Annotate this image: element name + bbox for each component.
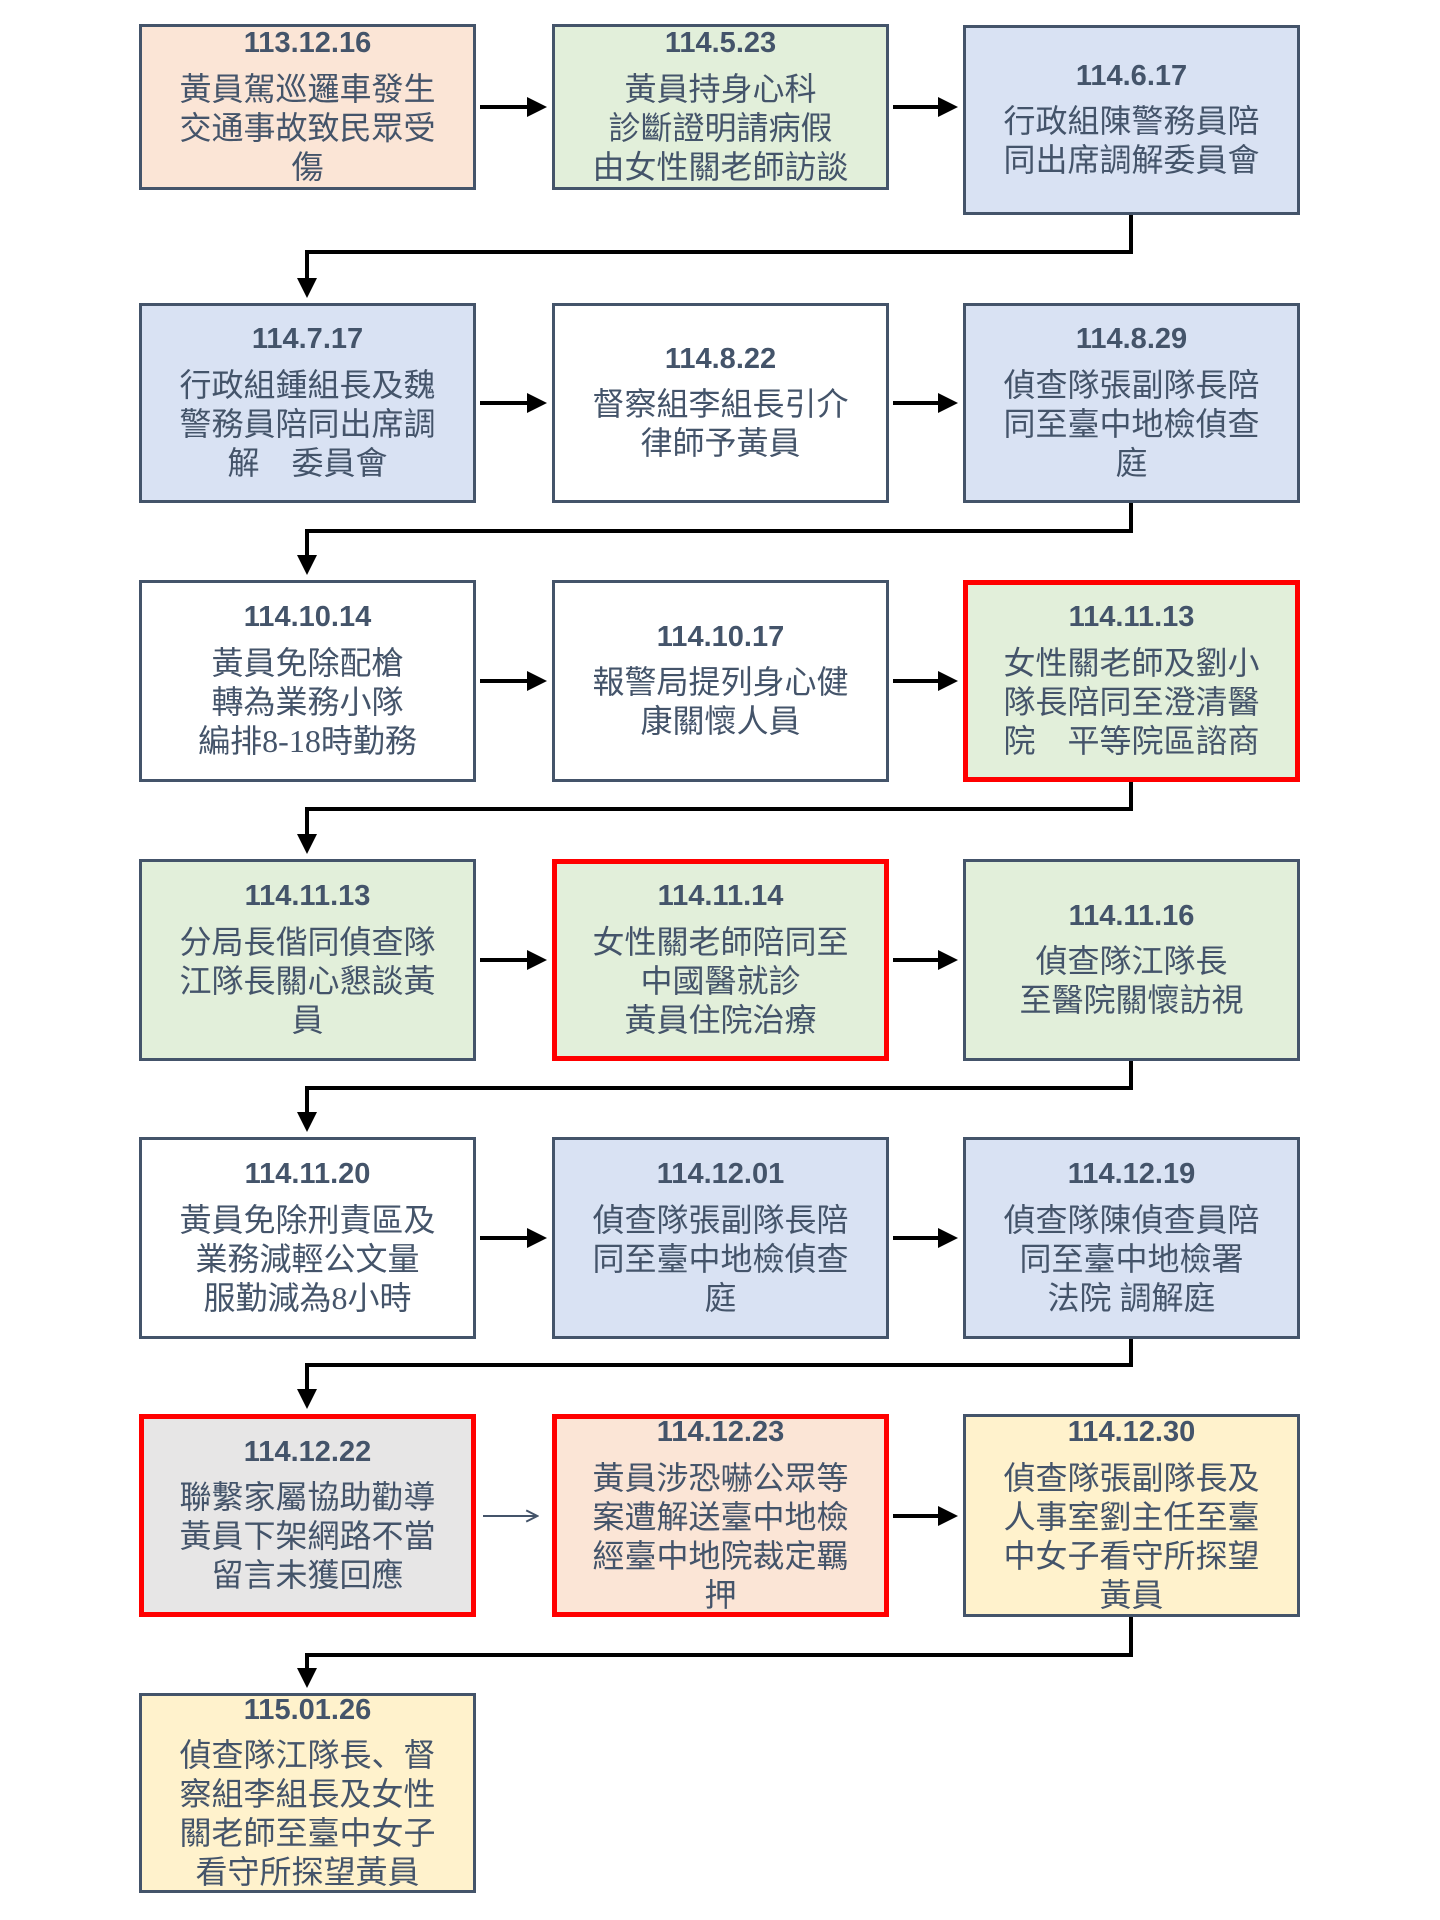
elbow-row4-row5 bbox=[297, 1059, 1133, 1132]
event-date: 114.11.13 bbox=[1068, 601, 1195, 634]
event-box-113-12-16: 113.12.16 黃員駕巡邏車發生 交通事故致民眾受 傷 bbox=[139, 24, 476, 190]
event-date: 114.12.19 bbox=[1067, 1158, 1196, 1191]
event-text: 分局長偕同偵查隊 江隊長關心懇談黃 員 bbox=[179, 923, 436, 1038]
event-date: 114.8.22 bbox=[664, 342, 777, 375]
event-text: 偵查隊張副隊長陪 同至臺中地檢偵查 庭 bbox=[1003, 366, 1260, 481]
event-text: 聯繫家屬協助勸導 黃員下架網路不當 留言未獲回應 bbox=[179, 1479, 436, 1594]
event-text: 行政組鍾組長及魏 警務員陪同出席調 解 委員會 bbox=[179, 366, 436, 481]
event-box-114-11-14: 114.11.14 女性關老師陪同至 中國醫就診 黃員住院治療 bbox=[552, 859, 889, 1061]
event-text: 偵查隊張副隊長及 人事室劉主任至臺 中女子看守所探望 黃員 bbox=[1003, 1459, 1260, 1613]
event-date: 114.8.29 bbox=[1075, 323, 1188, 356]
event-box-114-12-01: 114.12.01 偵查隊張副隊長陪 同至臺中地檢偵查 庭 bbox=[552, 1137, 889, 1339]
event-text: 報警局提列身心健 康關懷人員 bbox=[592, 664, 849, 740]
event-date: 114.12.30 bbox=[1067, 1416, 1196, 1449]
event-box-114-12-23: 114.12.23 黃員涉恐嚇公眾等 案遭解送臺中地檢 經臺中地院裁定羈 押 bbox=[552, 1414, 889, 1617]
event-date: 113.12.16 bbox=[243, 27, 372, 60]
event-text: 偵查隊江隊長 至醫院關懷訪視 bbox=[1019, 943, 1244, 1019]
event-text: 黃員涉恐嚇公眾等 案遭解送臺中地檢 經臺中地院裁定羈 押 bbox=[592, 1459, 849, 1613]
event-box-114-10-17: 114.10.17 報警局提列身心健 康關懷人員 bbox=[552, 580, 889, 782]
event-box-114-11-13-talk: 114.11.13 分局長偕同偵查隊 江隊長關心懇談黃 員 bbox=[139, 859, 476, 1061]
event-date: 114.10.17 bbox=[656, 620, 785, 653]
event-date: 114.7.17 bbox=[251, 323, 364, 356]
elbow-row2-row3 bbox=[297, 501, 1133, 575]
event-box-114-8-29: 114.8.29 偵查隊張副隊長陪 同至臺中地檢偵查 庭 bbox=[963, 303, 1300, 503]
event-date: 114.11.13 bbox=[244, 880, 371, 913]
event-text: 偵查隊江隊長、督 察組李組長及女性 關老師至臺中女子 看守所探望黃員 bbox=[179, 1737, 436, 1891]
event-box-114-7-17: 114.7.17 行政組鍾組長及魏 警務員陪同出席調 解 委員會 bbox=[139, 303, 476, 503]
event-text: 黃員駕巡邏車發生 交通事故致民眾受 傷 bbox=[179, 70, 436, 185]
event-box-114-12-22: 114.12.22 聯繫家屬協助勸導 黃員下架網路不當 留言未獲回應 bbox=[139, 1414, 476, 1617]
event-text: 偵查隊陳偵查員陪 同至臺中地檢署 法院 調解庭 bbox=[1003, 1201, 1260, 1316]
event-date: 114.12.23 bbox=[656, 1416, 785, 1449]
event-text: 督察組李組長引介 律師予黃員 bbox=[592, 386, 849, 462]
event-text: 偵查隊張副隊長陪 同至臺中地檢偵查 庭 bbox=[592, 1201, 849, 1316]
elbow-row1-row2 bbox=[297, 213, 1133, 298]
event-box-114-10-14: 114.10.14 黃員免除配槍 轉為業務小隊 編排8-18時勤務 bbox=[139, 580, 476, 782]
event-box-114-11-13-counseling: 114.11.13 女性關老師及劉小 隊長陪同至澄清醫 院 平等院區諮商 bbox=[963, 580, 1300, 782]
event-date: 115.01.26 bbox=[243, 1693, 372, 1726]
event-box-115-01-26: 115.01.26 偵查隊江隊長、督 察組李組長及女性 關老師至臺中女子 看守所… bbox=[139, 1693, 476, 1893]
event-date: 114.11.16 bbox=[1068, 899, 1195, 932]
event-date: 114.5.23 bbox=[664, 27, 777, 60]
event-date: 114.12.01 bbox=[656, 1158, 785, 1191]
event-text: 黃員持身心科 診斷證明請病假 由女性關老師訪談 bbox=[592, 70, 849, 185]
elbow-row5-row6 bbox=[297, 1337, 1133, 1409]
event-box-114-8-22: 114.8.22 督察組李組長引介 律師予黃員 bbox=[552, 303, 889, 503]
event-text: 黃員免除刑責區及 業務減輕公文量 服勤減為8小時 bbox=[179, 1201, 436, 1316]
event-box-114-12-30: 114.12.30 偵查隊張副隊長及 人事室劉主任至臺 中女子看守所探望 黃員 bbox=[963, 1414, 1300, 1617]
event-text: 黃員免除配槍 轉為業務小隊 編排8-18時勤務 bbox=[198, 644, 417, 759]
event-box-114-5-23: 114.5.23 黃員持身心科 診斷證明請病假 由女性關老師訪談 bbox=[552, 24, 889, 190]
event-text: 女性關老師陪同至 中國醫就診 黃員住院治療 bbox=[592, 923, 849, 1038]
event-date: 114.6.17 bbox=[1075, 59, 1188, 92]
event-date: 114.11.14 bbox=[657, 880, 784, 913]
elbow-row6-row7 bbox=[297, 1614, 1133, 1688]
elbow-row3-row4 bbox=[297, 780, 1133, 854]
event-text: 行政組陳警務員陪 同出席調解委員會 bbox=[1003, 103, 1260, 179]
event-date: 114.10.14 bbox=[243, 601, 372, 634]
event-date: 114.12.22 bbox=[243, 1435, 372, 1468]
event-box-114-6-17: 114.6.17 行政組陳警務員陪 同出席調解委員會 bbox=[963, 25, 1300, 215]
event-date: 114.11.20 bbox=[244, 1158, 371, 1191]
event-box-114-11-20: 114.11.20 黃員免除刑責區及 業務減輕公文量 服勤減為8小時 bbox=[139, 1137, 476, 1339]
event-text: 女性關老師及劉小 隊長陪同至澄清醫 院 平等院區諮商 bbox=[1003, 644, 1260, 759]
event-box-114-11-16: 114.11.16 偵查隊江隊長 至醫院關懷訪視 bbox=[963, 859, 1300, 1061]
event-box-114-12-19: 114.12.19 偵查隊陳偵查員陪 同至臺中地檢署 法院 調解庭 bbox=[963, 1137, 1300, 1339]
